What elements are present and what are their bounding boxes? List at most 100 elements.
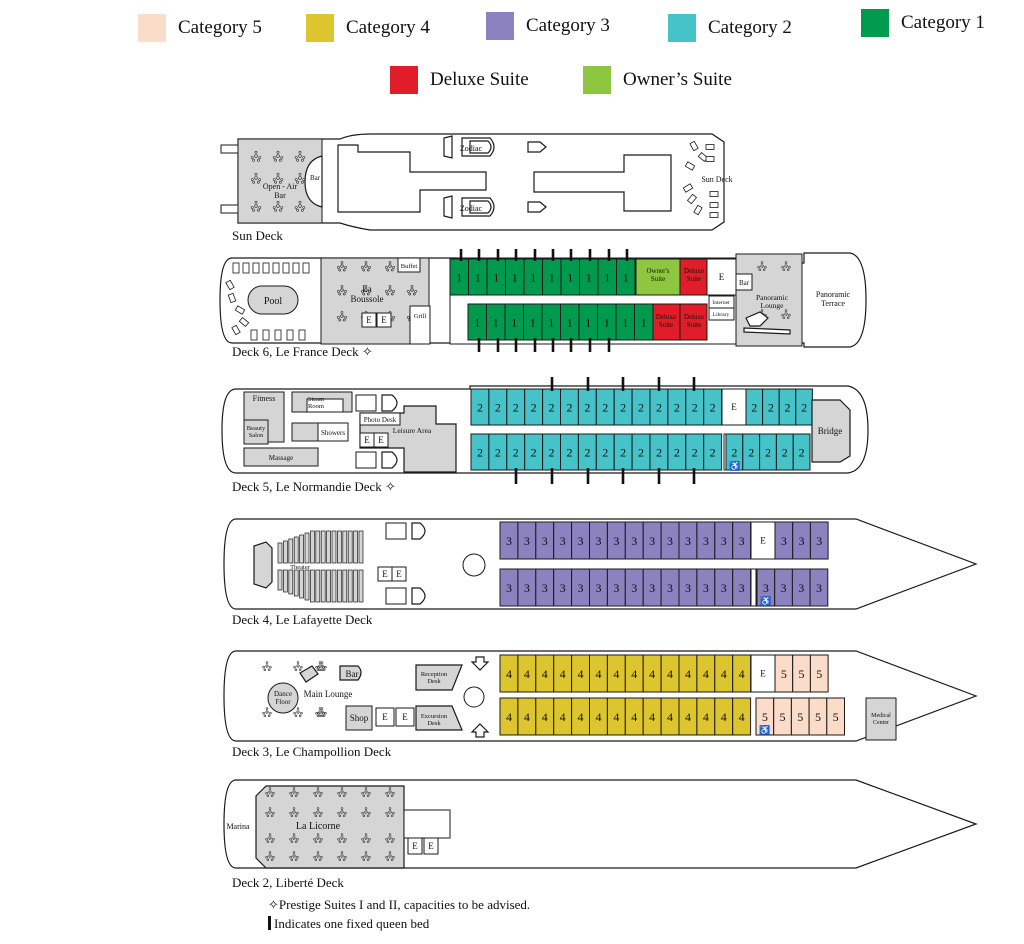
cabin-number: 1 [530, 315, 536, 329]
zodiac-icon [527, 141, 547, 153]
legend-label: Category 1 [901, 12, 985, 33]
chair-icon [392, 290, 395, 293]
chair-icon [388, 261, 392, 264]
cabin-number: 1 [622, 315, 628, 329]
legend-swatch [861, 9, 889, 37]
lounger-icon [242, 262, 250, 274]
chair-icon [258, 206, 262, 209]
chair-icon [786, 268, 790, 272]
beauty-salon-label: Salon [249, 432, 265, 439]
accessible-icon: ♿ [729, 460, 740, 471]
sun-deck-stair [220, 204, 239, 214]
cabin-number: 3 [816, 581, 822, 595]
chair-icon [266, 840, 270, 844]
chair-icon [340, 261, 344, 264]
elevator-label: E [381, 315, 387, 325]
chair-icon [390, 292, 394, 296]
beauty-salon [243, 419, 269, 445]
cabin-number: 3 [763, 581, 769, 595]
chair-icon [318, 814, 322, 818]
cabin-number: 4 [631, 667, 637, 681]
table-icon [410, 288, 414, 292]
cabin-number: 1 [512, 270, 518, 284]
deluxe-suite-label: Deluxe [684, 313, 704, 321]
chair-icon [298, 714, 302, 718]
lounger-icon [686, 193, 698, 205]
chair-icon [392, 812, 395, 815]
chair-icon [368, 838, 371, 841]
chair-icon [762, 268, 766, 272]
buffet-label: Buffet [401, 263, 418, 270]
chair-icon [270, 858, 274, 862]
chair-icon [272, 856, 275, 859]
deluxe-suite [679, 303, 708, 341]
steam-room-inner [306, 398, 344, 413]
footnote-queen-bed: Indicates one fixed queen bed [268, 916, 429, 932]
cabin-number: 3 [739, 581, 745, 595]
theater-seat-row [283, 540, 288, 564]
chair-icon [318, 668, 322, 672]
chair-icon [338, 858, 342, 862]
chair-icon [322, 666, 325, 669]
chair-icon [385, 856, 388, 859]
cabin-number: 2 [477, 400, 483, 414]
chair-icon [272, 156, 276, 159]
chair-icon [764, 266, 767, 269]
chair-icon [366, 794, 370, 798]
table-icon [364, 264, 368, 268]
chair-icon [338, 840, 342, 844]
chair-icon [258, 156, 262, 159]
table-icon [254, 176, 258, 180]
legend-deluxe-suite: Deluxe Suite [390, 66, 529, 94]
chair-icon [296, 158, 299, 162]
cabin-category-3 [809, 568, 829, 607]
theater-seat-row [337, 530, 342, 564]
cabin-number: 4 [649, 667, 655, 681]
chair-icon [290, 858, 294, 862]
accessible-icon: ♿ [760, 595, 771, 606]
cabin-number: 2 [566, 445, 572, 459]
theater-seat-row [353, 569, 358, 603]
elevator-label: E [378, 435, 384, 445]
cabin-number: 4 [506, 667, 512, 681]
panoramic-lounge-label: Lounge [761, 301, 785, 310]
cabin-number: 3 [578, 534, 584, 548]
chair-icon [280, 156, 284, 159]
deck-name-sun: Sun Deck [232, 228, 283, 243]
panoramic-terrace-label: Panoramic [816, 290, 851, 299]
deck-name-4: Deck 4, Le Lafayette Deck [232, 612, 373, 627]
excursion-desk-label: Desk [427, 720, 441, 727]
chair-icon [296, 180, 299, 184]
chair-icon [279, 158, 282, 162]
chair-icon [268, 787, 272, 790]
stair [385, 587, 407, 605]
chair-icon [338, 814, 342, 818]
shop-label: Shop [350, 713, 369, 723]
cabin-number: 3 [739, 534, 745, 548]
lounger-icon [274, 329, 282, 341]
chair-icon [315, 712, 318, 715]
cabin-number: 2 [620, 400, 626, 414]
table-icon [316, 836, 320, 840]
chair-icon [265, 856, 268, 859]
table-icon [292, 836, 296, 840]
chair-icon [316, 714, 320, 718]
table-icon [292, 854, 296, 858]
bar-counter [339, 665, 362, 681]
lounger-icon [302, 262, 310, 274]
chair-icon [342, 292, 346, 296]
elevator [376, 312, 392, 328]
cabin-number: 5 [781, 667, 787, 681]
chair-icon [386, 268, 390, 272]
chair-icon [784, 309, 788, 312]
cabin-number: 2 [566, 400, 572, 414]
lounger-icon [250, 329, 258, 341]
deluxe-suite-label: Deluxe [684, 267, 704, 275]
chair-icon [337, 266, 340, 269]
zodiac-label: Zodiac [460, 144, 483, 153]
theater-seat-row [337, 569, 342, 603]
lounger-icon [262, 262, 270, 274]
table-icon [340, 836, 344, 840]
table-icon [388, 264, 392, 268]
chair-icon [361, 290, 364, 293]
